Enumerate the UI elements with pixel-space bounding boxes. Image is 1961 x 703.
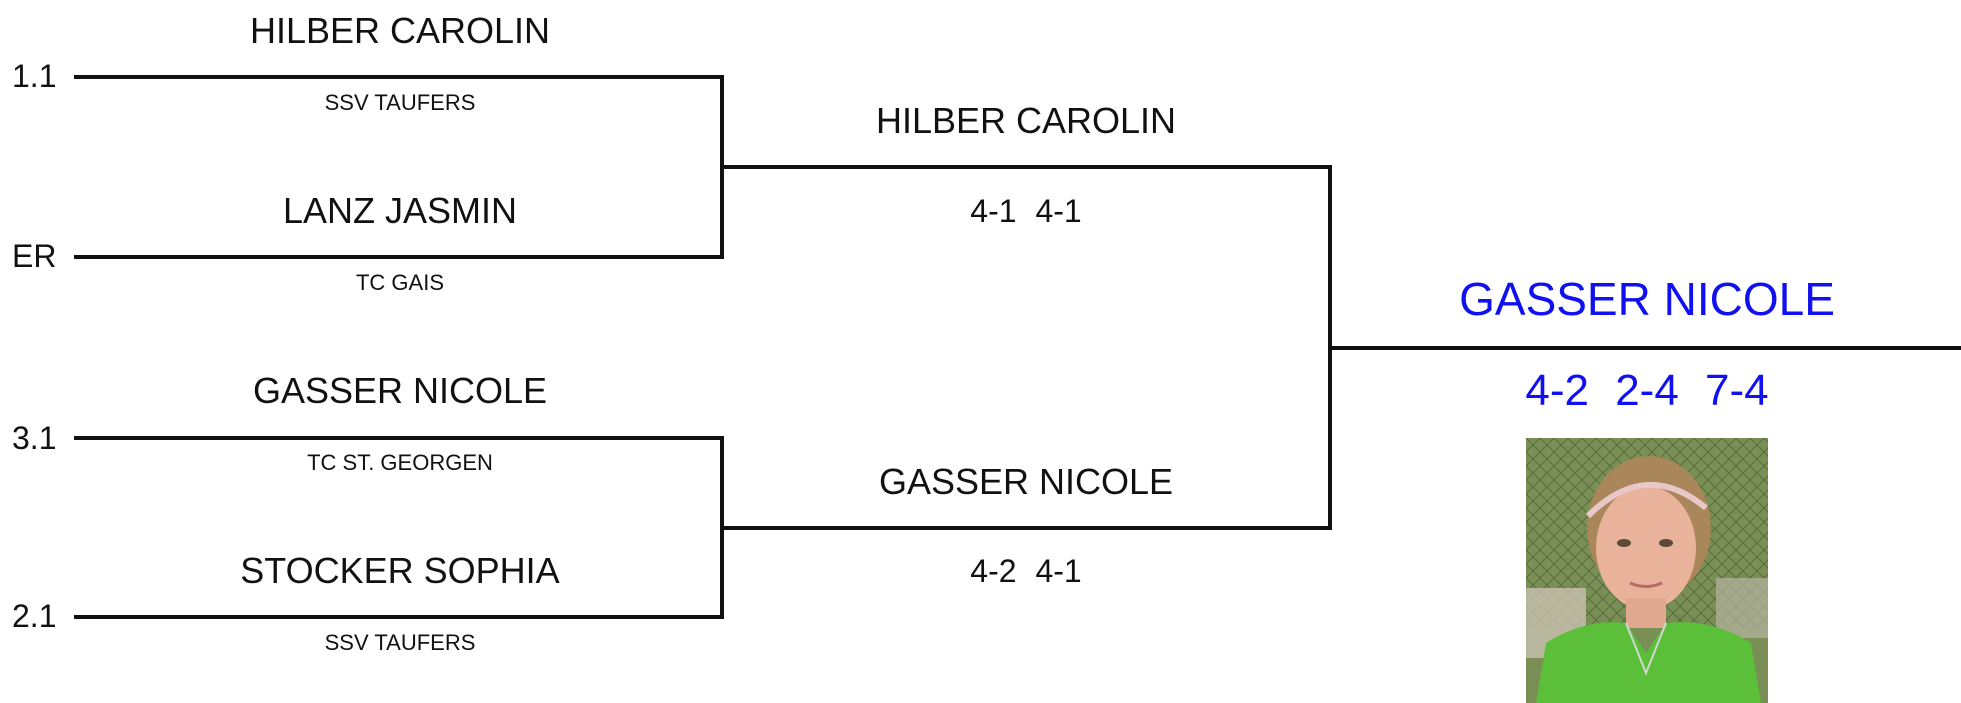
seed-label-2: ER [12, 238, 57, 274]
bracket-line-r1-3 [74, 436, 724, 440]
r2-winner-name-1: HILBER CAROLIN [875, 100, 1177, 141]
bracket-line-r2-2 [722, 526, 1332, 530]
player-club-3: TC ST. GEORGEN [307, 450, 493, 475]
seed-label-4: 2.1 [12, 598, 57, 634]
player-club-2: TC GAIS [355, 270, 444, 295]
champion-score: 4-2 2-4 7-4 [1525, 366, 1769, 415]
r2-score-1: 4-1 4-1 [970, 193, 1082, 229]
seed-label-1: 1.1 [12, 58, 57, 94]
player-name-1: HILBER CAROLIN [249, 10, 551, 51]
r2-winner-name-2: GASSER NICOLE [878, 461, 1174, 502]
player-name-2: LANZ JASMIN [282, 190, 518, 231]
champion-name: GASSER NICOLE [1459, 273, 1835, 325]
r2-score-2: 4-2 4-1 [970, 553, 1082, 589]
player-name-4: STOCKER SOPHIA [240, 550, 560, 591]
bracket-line-r1-4 [74, 615, 724, 619]
winner-photo-illustration [1526, 438, 1768, 703]
player-club-4: SSV TAUFERS [324, 630, 476, 655]
bracket-line-final [1330, 346, 1961, 350]
bracket-line-r1-1 [74, 75, 724, 79]
winner-photo [1526, 438, 1768, 703]
seed-label-3: 3.1 [12, 420, 57, 456]
player-name-3: GASSER NICOLE [252, 370, 548, 411]
player-club-1: SSV TAUFERS [324, 90, 476, 115]
bracket-line-r2-1 [722, 165, 1332, 169]
bracket-line-r1-2 [74, 255, 724, 259]
